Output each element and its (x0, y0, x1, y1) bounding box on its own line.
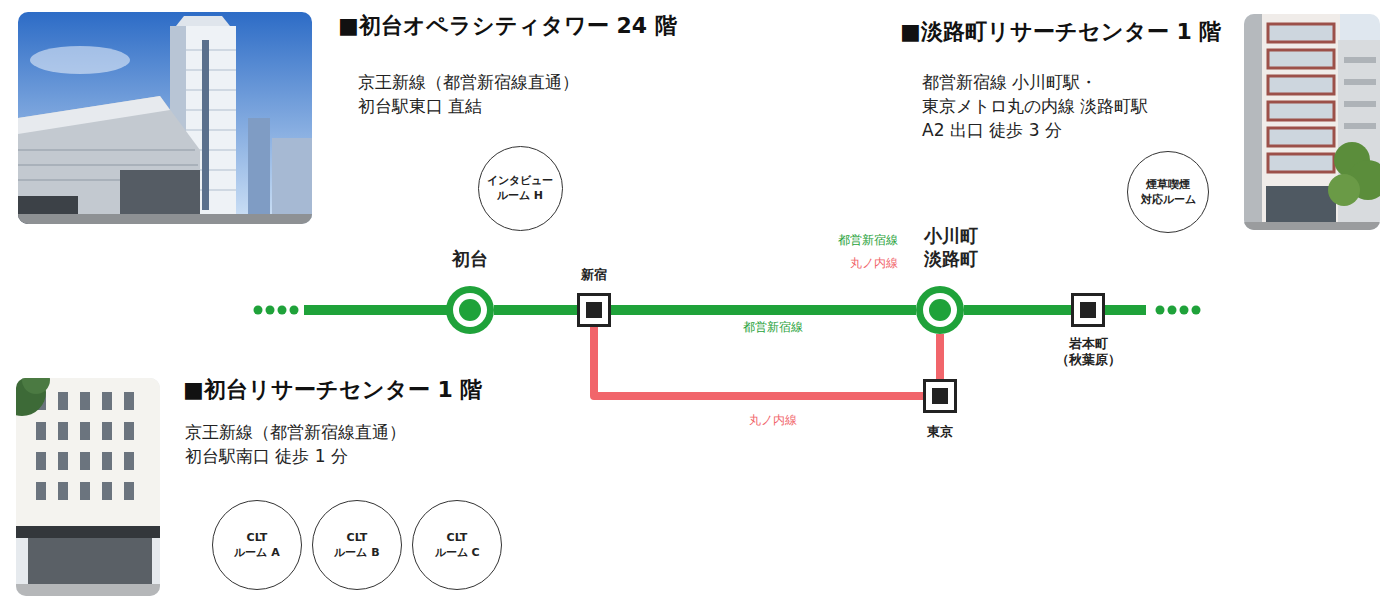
continuation-dot (266, 306, 275, 315)
facility-block: ■淡路町リサーチセンター 1 階都営新宿線 小川町駅・ 東京メトロ丸の内線 淡路… (900, 18, 1221, 142)
station-symbol (923, 379, 957, 413)
continuation-dot (1168, 306, 1177, 315)
facility-heading: ■淡路町リサーチセンター 1 階 (900, 18, 1221, 46)
station-frame (1071, 293, 1105, 327)
station-marker: 東京 (923, 379, 957, 413)
facility-access: 都営新宿線 小川町駅・ 東京メトロ丸の内線 淡路町駅 A2 出口 徒歩 3 分 (922, 70, 1221, 142)
room-label: CLT ルーム A (234, 530, 279, 560)
line-name: 丸ノ内線 (848, 256, 900, 270)
continuation-dot (1180, 306, 1189, 315)
station-core (459, 299, 481, 321)
cloud (30, 46, 130, 74)
window (1268, 24, 1334, 42)
station-gap (1074, 296, 1102, 324)
room-label: CLT ルーム B (334, 530, 379, 560)
station-gap (926, 382, 954, 410)
rail-line (964, 305, 1071, 315)
facility-block: ■初台オペラシティタワー 24 階京王新線（都営新宿線直通） 初台駅東口 直結 (338, 12, 677, 118)
continuation-dot (1156, 306, 1165, 315)
awajicho-photo (1244, 14, 1380, 230)
station-ring (916, 286, 964, 334)
rail-line (936, 334, 944, 379)
ground (18, 214, 312, 224)
station-ring (446, 286, 494, 334)
window (1268, 102, 1334, 120)
station-marker: 岩本町 （秋葉原） (1071, 293, 1105, 327)
rail-stub (1104, 305, 1146, 315)
station-marker: 初台 (446, 286, 494, 334)
facility-heading: ■初台リサーチセンター 1 階 (183, 376, 482, 404)
facility-block: ■初台リサーチセンター 1 階京王新線（都営新宿線直通） 初台駅南口 徒歩 1 … (183, 376, 482, 468)
rail-stub (304, 305, 447, 315)
window-grid (30, 388, 140, 508)
station-marker: 小川町 淡路町 (916, 286, 964, 334)
station-frame (577, 293, 611, 327)
station-name: 岩本町 （秋葉原） (1056, 336, 1121, 369)
rail-line (494, 305, 577, 315)
window (1268, 50, 1334, 68)
canopy (16, 526, 160, 538)
station-name: 東京 (927, 424, 953, 440)
station-frame (923, 379, 957, 413)
side-building (1244, 14, 1264, 230)
continuation-dot (1192, 306, 1201, 315)
room-label: 煙草喫煙 対応ルーム (1141, 177, 1196, 207)
window (1268, 154, 1334, 172)
tower-strip (202, 40, 209, 210)
room-label: インタビュー ルーム H (487, 173, 553, 203)
line-label: 都営新宿線 (741, 320, 805, 334)
entrance (28, 538, 152, 584)
window (1268, 76, 1334, 94)
room-circle: 煙草喫煙 対応ルーム (1127, 151, 1209, 233)
station-gap (453, 293, 487, 327)
tower-crown (176, 16, 230, 26)
continuation-dot (290, 306, 299, 315)
line-name: 都営新宿線 (836, 233, 900, 247)
research-building (1262, 14, 1340, 230)
hatsudai-research-photo (16, 378, 160, 596)
station-gap (923, 293, 957, 327)
hall-roof (18, 96, 170, 134)
station-name: 初台 (452, 248, 488, 271)
station-symbol (916, 286, 964, 334)
background-tower (248, 118, 270, 218)
station-symbol (1071, 293, 1105, 327)
opera-city-photo (18, 12, 312, 224)
ground (1244, 222, 1380, 230)
station-core (586, 302, 602, 318)
continuation-dot (278, 306, 287, 315)
station-marker: 新宿 (577, 293, 611, 327)
sky (18, 12, 312, 224)
rail-line (611, 305, 916, 315)
window (1268, 128, 1334, 146)
station-name: 新宿 (581, 267, 607, 283)
concert-hall (18, 96, 200, 224)
room-circle: CLT ルーム C (412, 500, 502, 590)
tree (1328, 174, 1360, 206)
background-tower (272, 138, 312, 218)
station-core (1080, 302, 1096, 318)
station-symbol (446, 286, 494, 334)
room-circle: インタビュー ルーム H (478, 146, 563, 231)
facility-access: 京王新線（都営新宿線直通） 初台駅東口 直結 (358, 70, 677, 118)
station-core (932, 388, 948, 404)
continuation-dot (254, 306, 263, 315)
room-label: CLT ルーム C (435, 530, 480, 560)
station-name: 小川町 淡路町 (924, 225, 978, 270)
station-symbol (577, 293, 611, 327)
station-core (929, 299, 951, 321)
ground (16, 584, 160, 596)
station-gap (580, 296, 608, 324)
room-circle: CLT ルーム A (212, 500, 302, 590)
side-windows (1344, 60, 1376, 126)
tree (22, 378, 50, 394)
room-circle: CLT ルーム B (312, 500, 402, 590)
line-label: 丸ノ内線 (747, 413, 799, 427)
facility-access: 京王新線（都営新宿線直通） 初台駅南口 徒歩 1 分 (185, 420, 482, 468)
rail-line (594, 327, 923, 396)
sky (16, 378, 160, 596)
facility-heading: ■初台オペラシティタワー 24 階 (338, 12, 677, 40)
